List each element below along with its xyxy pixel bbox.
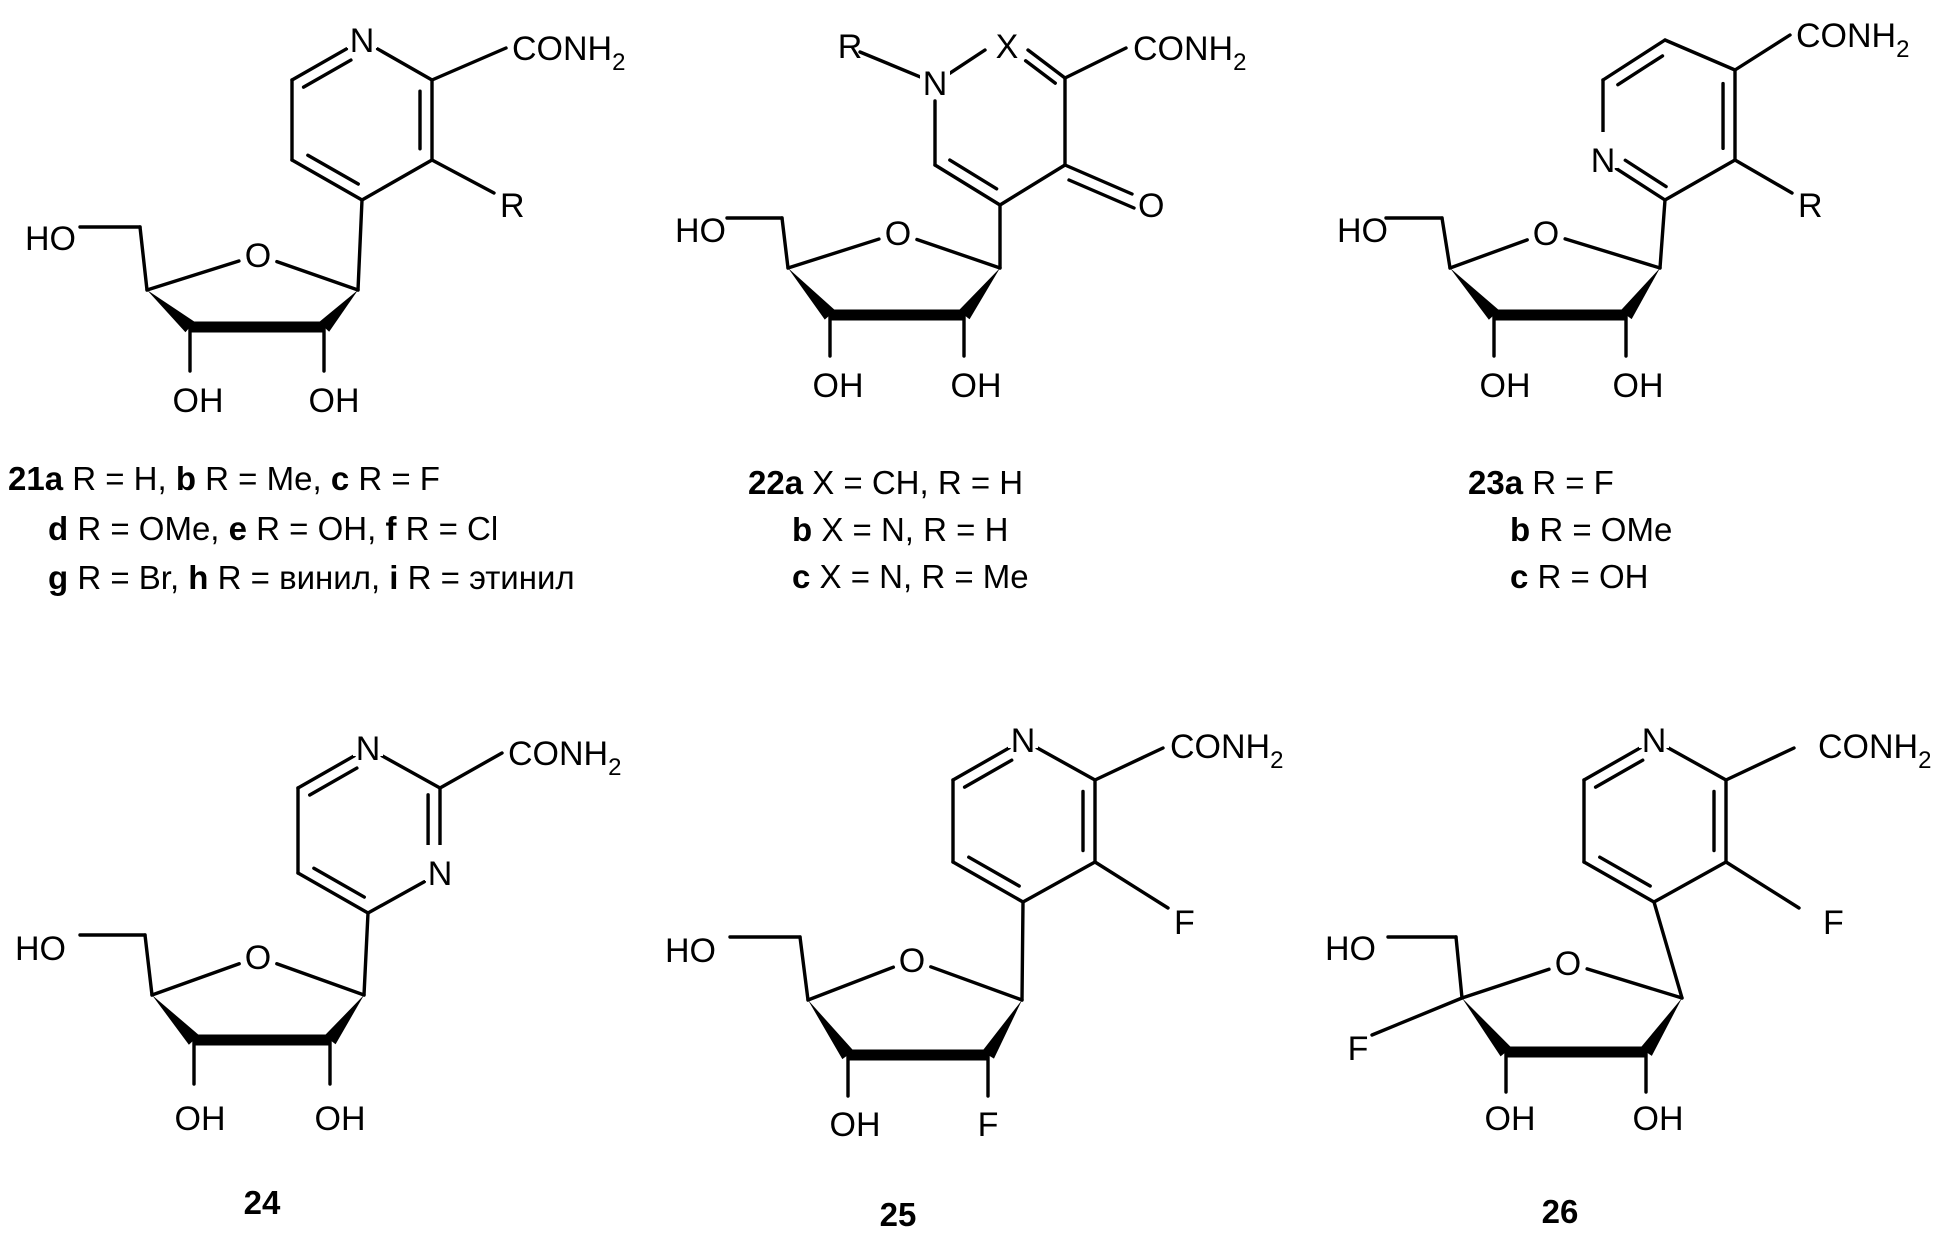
- atom-label-n: N: [350, 22, 375, 60]
- atom-label-conh2: CONH2: [512, 30, 625, 76]
- atom-label-conh2: CONH2: [1133, 30, 1246, 76]
- atom-label-oh3: OH: [1485, 1100, 1536, 1138]
- caption-22-line-3: c X = N, R = Me: [792, 558, 1029, 595]
- atom-label-o: O: [885, 215, 911, 253]
- atom-label-oxo: O: [1138, 187, 1164, 225]
- atom-label-o: O: [245, 237, 271, 275]
- atom-label-oh2: OH: [951, 367, 1002, 405]
- atom-label-oh3: OH: [173, 382, 224, 420]
- atom-label-f_ring: F: [1823, 904, 1844, 942]
- caption-21-line-3: g R = Br, h R = винил, i R = этинил: [48, 559, 575, 596]
- atom-label-f2: F: [978, 1106, 999, 1144]
- atom-label-x: X: [996, 28, 1019, 66]
- atom-label-n1: N: [356, 730, 381, 768]
- atom-label-ho: HO: [665, 932, 716, 970]
- caption-21-line-2: d R = OMe, e R = OH, f R = Cl: [48, 510, 498, 547]
- caption-26-line-1: 26: [1542, 1193, 1579, 1230]
- atom-label-oh3: OH: [1480, 367, 1531, 405]
- caption-21-line-1: 21a R = H, b R = Me, c R = F: [8, 460, 440, 497]
- caption-23-line-1: 23a R = F: [1468, 464, 1614, 501]
- caption-24-line-1: 24: [244, 1184, 281, 1221]
- atom-label-conh2: CONH2: [1818, 728, 1931, 774]
- atom-label-o: O: [1533, 215, 1559, 253]
- atom-label-oh2: OH: [315, 1100, 366, 1138]
- atom-label-n: N: [1591, 142, 1616, 180]
- atom-label-oh2: OH: [309, 382, 360, 420]
- atom-label-f4: F: [1348, 1030, 1369, 1068]
- caption-22-line-2: b X = N, R = H: [792, 511, 1008, 548]
- atom-label-ho: HO: [1337, 212, 1388, 250]
- atom-label-ho: HO: [15, 930, 66, 968]
- caption-22-line-1: 22a X = CH, R = H: [748, 464, 1023, 501]
- atom-label-conh2: CONH2: [508, 735, 621, 781]
- caption-23-line-3: c R = OH: [1510, 558, 1648, 595]
- atom-label-conh2: CONH2: [1796, 17, 1909, 63]
- atom-label-oh2: OH: [1613, 367, 1664, 405]
- atom-label-o: O: [1555, 945, 1581, 983]
- atom-label-r: R: [500, 187, 525, 225]
- atom-label-oh3: OH: [813, 367, 864, 405]
- caption-23-line-2: b R = OMe: [1510, 511, 1672, 548]
- atom-label-ho: HO: [25, 220, 76, 258]
- atom-label-r: R: [838, 28, 863, 66]
- atom-label-n: N: [923, 65, 948, 103]
- atom-label-oh2: OH: [1633, 1100, 1684, 1138]
- atom-label-oh3: OH: [830, 1106, 881, 1144]
- caption-25-line-1: 25: [880, 1196, 917, 1233]
- atom-label-o: O: [899, 942, 925, 980]
- atom-label-n: N: [1642, 722, 1667, 760]
- atom-label-n3: N: [428, 855, 453, 893]
- atom-label-ho: HO: [675, 212, 726, 250]
- atom-label-f_ring: F: [1174, 904, 1195, 942]
- atom-label-oh3: OH: [175, 1100, 226, 1138]
- atom-label-n: N: [1011, 722, 1036, 760]
- atom-label-o: O: [245, 939, 271, 977]
- atom-label-r: R: [1798, 187, 1823, 225]
- atom-label-conh2: CONH2: [1170, 728, 1283, 774]
- atom-label-ho: HO: [1325, 930, 1376, 968]
